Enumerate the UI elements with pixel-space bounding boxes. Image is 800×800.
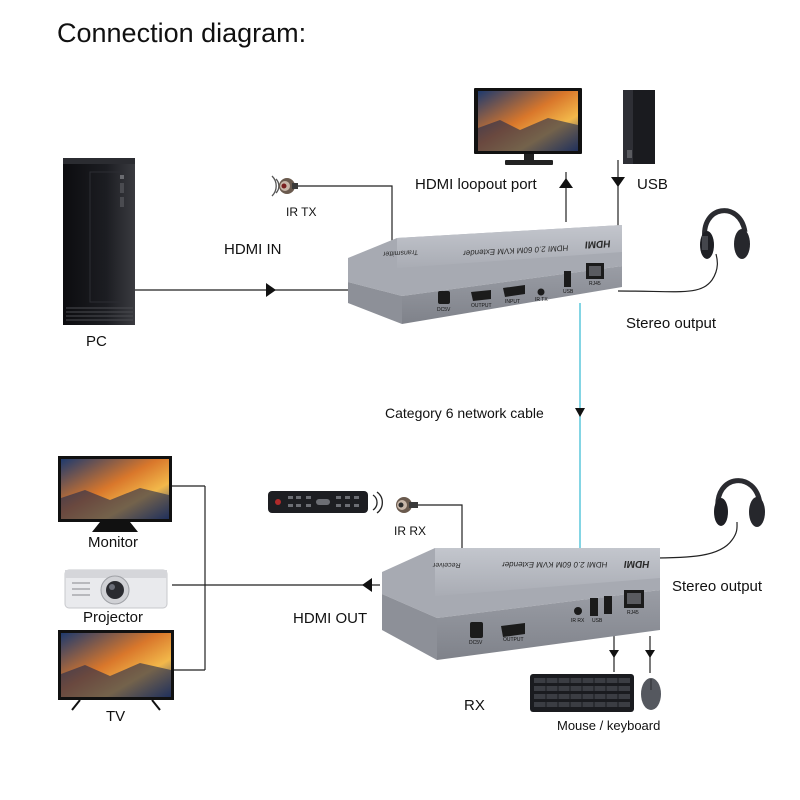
stereo-top-cable xyxy=(617,253,718,293)
tx-port-label-rj45: RJ45 xyxy=(589,281,601,287)
headphones-icon xyxy=(714,478,765,527)
tx-port-label-input: INPUT xyxy=(505,299,520,305)
arrow-mouse xyxy=(645,650,655,658)
rx-label: RX xyxy=(464,697,485,714)
monitor-icon xyxy=(474,88,582,165)
hdmi-output-port-rx xyxy=(501,623,525,637)
projector-label: Projector xyxy=(83,609,144,626)
arrow-loopout xyxy=(559,178,573,188)
tx-port-label-output: OUTPUT xyxy=(471,303,492,309)
arrow-hdmi-in xyxy=(266,283,276,297)
mouse-keyboard-label: Mouse / keyboard xyxy=(557,718,661,733)
stereo-bottom-cable xyxy=(647,521,738,559)
arrow-usb xyxy=(611,177,625,187)
rx-port-label-rj45: RJ45 xyxy=(627,610,639,616)
network-cable-label: Category 6 network cable xyxy=(385,405,544,421)
tx-port-label-usb: USB xyxy=(563,289,574,295)
ir-tx-cable xyxy=(297,185,393,245)
hdmi-out-label: HDMI OUT xyxy=(293,610,368,627)
transmitter-device xyxy=(348,225,622,324)
arrow-network xyxy=(575,408,585,417)
ir-sensor-icon xyxy=(396,497,418,513)
rx-port-label-usb: USB xyxy=(592,618,603,624)
rx-port-label-output: OUTPUT xyxy=(503,637,524,643)
dc5v-port xyxy=(438,291,450,304)
hdmi-loopout-label: HDMI loopout port xyxy=(415,176,537,193)
usb-port-tx xyxy=(564,271,571,287)
remote-control-icon xyxy=(268,491,383,514)
ir-tx-label: IR TX xyxy=(286,205,317,219)
monitor-label: Monitor xyxy=(88,534,139,551)
rx-port-label-irrx: IR RX xyxy=(571,618,585,624)
ir-rx-port xyxy=(574,607,582,615)
usb-port-rx-1 xyxy=(590,598,598,616)
monitor-icon xyxy=(58,456,172,532)
dc5v-port-rx xyxy=(470,622,483,638)
arrow-hdmi-out xyxy=(362,578,372,592)
arrows xyxy=(266,177,655,658)
tx-port-label-irtx: IR TX xyxy=(535,297,548,303)
rx-port-label-dc5v: DC5V xyxy=(469,640,483,646)
usb-host-icon xyxy=(623,90,655,164)
hdmi-input-port xyxy=(503,285,525,297)
stereo-output-top-label: Stereo output xyxy=(626,315,717,332)
ir-tx-port xyxy=(537,288,545,296)
receiver-model-text: HDMI 2.0 60M KVM Extender xyxy=(501,560,609,569)
pc-label: PC xyxy=(86,333,107,350)
receiver-role-text: Receiver xyxy=(432,561,462,568)
usb-port-rx-2 xyxy=(604,596,612,614)
receiver-brand-logo: HDMI xyxy=(623,558,651,569)
receiver-device xyxy=(382,548,660,660)
ir-sensor-icon xyxy=(271,175,298,197)
diagram-title: Connection diagram: xyxy=(57,18,307,48)
stereo-output-bottom-label: Stereo output xyxy=(672,578,763,595)
keyboard-icon xyxy=(530,674,634,712)
ir-rx-label: IR RX xyxy=(394,524,427,538)
hdmi-output-port xyxy=(471,290,491,301)
mouse-icon xyxy=(641,678,661,710)
transmitter-brand-logo: HDMI xyxy=(584,237,612,250)
headphones-icon xyxy=(700,208,750,259)
projector-icon xyxy=(64,569,168,609)
usb-label: USB xyxy=(637,176,668,193)
tv-icon xyxy=(58,630,174,711)
hdmi-in-label: HDMI IN xyxy=(224,241,282,258)
tv-label: TV xyxy=(106,708,126,725)
arrow-keyboard xyxy=(609,650,619,658)
tx-port-label-dc5v: DC5V xyxy=(437,307,451,313)
pc-tower-icon xyxy=(63,158,135,325)
ir-rx-cable xyxy=(418,504,463,568)
